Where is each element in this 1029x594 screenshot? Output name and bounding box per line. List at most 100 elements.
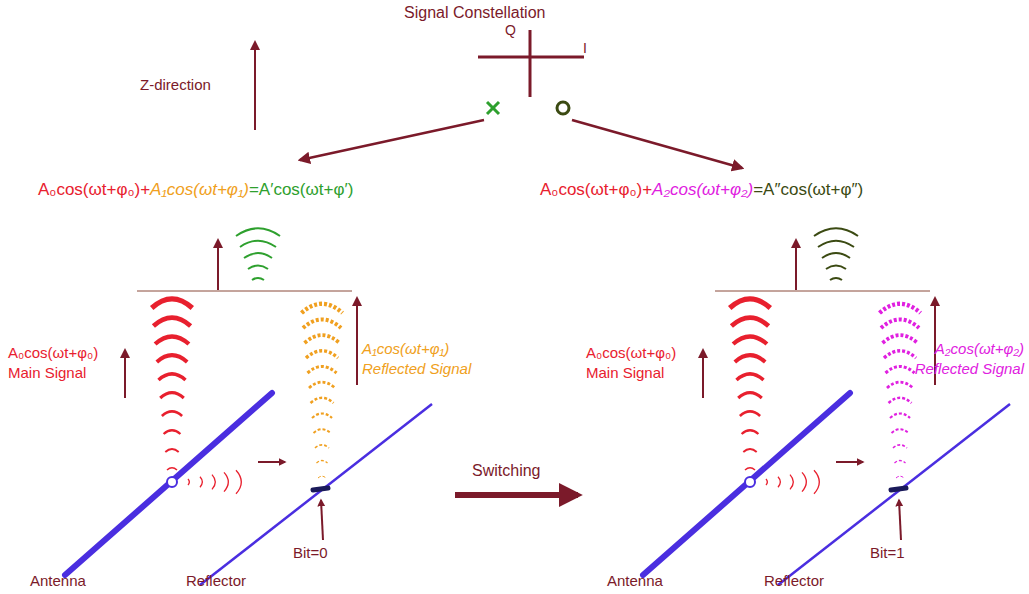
axis-label: I xyxy=(583,40,587,56)
signal-name: Reflected Signal xyxy=(362,360,471,377)
main-arrow xyxy=(124,350,126,398)
sum-arrow xyxy=(795,240,797,290)
switching-arrow xyxy=(455,492,578,498)
coupling-wave xyxy=(236,470,241,494)
main-wave xyxy=(730,299,771,308)
panel xyxy=(65,228,432,585)
main-arrow xyxy=(702,350,704,398)
reflected-wave xyxy=(318,476,326,478)
reflected-wave xyxy=(883,335,918,343)
sum-wave xyxy=(252,278,264,280)
main-wave xyxy=(165,449,178,452)
bit-arrow xyxy=(321,500,323,540)
antenna-element xyxy=(643,393,850,575)
reflected-wave xyxy=(890,414,910,419)
direction-label: Z-direction xyxy=(140,76,211,93)
axis-label: Q xyxy=(505,22,516,38)
mapping-arrow xyxy=(572,120,742,168)
main-wave xyxy=(742,430,759,434)
coupling-wave xyxy=(188,479,189,485)
bit-label: Bit=0 xyxy=(293,544,328,561)
reflected-wave xyxy=(312,414,332,419)
signal-name: Reflected Signal xyxy=(915,360,1024,377)
sum-wave xyxy=(830,278,842,280)
sum-wave xyxy=(248,266,268,270)
coupling-wave xyxy=(814,470,819,494)
signal-name: Main Signal xyxy=(8,364,86,381)
reflected-wave xyxy=(896,476,904,478)
signal-formula: A₂cos(ωt+φ₂) xyxy=(935,340,1024,357)
signal-formula: A₀cos(ωt+φ₀) xyxy=(586,344,676,361)
reflected-wave xyxy=(303,319,341,328)
reflected-wave xyxy=(311,398,334,403)
reflected-wave xyxy=(315,445,329,448)
signal-formula: A₁cos(ωt+φ₁) xyxy=(362,340,449,357)
reflected-wave xyxy=(887,382,913,388)
sum-wave xyxy=(236,228,280,236)
main-wave xyxy=(155,336,189,344)
equation-term: A₂cos(ωt+φ₂) xyxy=(652,180,753,200)
equation: A₀cos(ωt+φ₀)+A₁cos(ωt+φ₁)=A′cos(ωt+φ′) xyxy=(38,180,353,200)
equation-term: A₁cos(ωt+φ₁) xyxy=(150,180,249,200)
coupling-wave xyxy=(212,475,215,490)
main-wave xyxy=(152,299,193,308)
reflected-wave xyxy=(881,319,919,328)
reflected-wave xyxy=(309,382,335,388)
reflector-switch xyxy=(891,488,906,490)
sum-wave xyxy=(244,253,272,258)
reflected-arrow xyxy=(356,298,358,385)
main-wave xyxy=(159,374,186,380)
reflector-element xyxy=(778,404,1010,585)
q-axis xyxy=(529,30,532,97)
reflected-wave xyxy=(317,461,328,463)
main-wave xyxy=(743,449,756,452)
reflected-wave xyxy=(895,461,906,463)
equation-term: A₀cos(ωt+φ₀)+ xyxy=(540,180,652,200)
reflected-wave xyxy=(889,398,912,403)
main-wave xyxy=(740,411,760,416)
coupling-wave xyxy=(224,472,228,491)
reflector-switch xyxy=(313,488,328,490)
sum-wave xyxy=(826,266,846,270)
sum-wave xyxy=(814,228,858,236)
part-name: Antenna xyxy=(607,572,663,589)
reflected-wave xyxy=(308,366,337,373)
mapping-arrow xyxy=(300,120,484,160)
reflected-wave xyxy=(886,366,915,373)
bit-label: Bit=1 xyxy=(870,544,905,561)
circle-point xyxy=(557,102,569,114)
main-wave xyxy=(153,318,190,326)
main-wave xyxy=(164,430,181,434)
combining-plane xyxy=(137,291,352,292)
coupling-wave xyxy=(802,472,806,491)
antenna-element xyxy=(65,393,272,575)
reflected-wave xyxy=(306,351,338,358)
sum-wave xyxy=(240,241,276,247)
i-axis xyxy=(478,56,584,59)
main-wave xyxy=(735,355,765,362)
reflected-wave xyxy=(305,335,340,343)
main-wave xyxy=(167,468,177,470)
signal-formula: A₀cos(ωt+φ₀) xyxy=(8,344,98,361)
reflected-wave xyxy=(302,304,343,313)
sum-arrow xyxy=(217,240,219,290)
equation-term: =A′cos(ωt+φ′) xyxy=(249,180,353,200)
part-name: Reflector xyxy=(764,572,824,589)
feed-point xyxy=(745,477,755,487)
sum-wave xyxy=(822,253,850,258)
constellation-title: Signal Constellation xyxy=(404,4,545,22)
reflected-wave xyxy=(893,445,907,448)
reflected-wave xyxy=(880,304,921,313)
equation-term: A₀cos(ωt+φ₀)+ xyxy=(38,180,150,200)
main-wave xyxy=(731,318,768,326)
z-arrow xyxy=(254,42,256,130)
main-wave xyxy=(745,468,755,470)
bit-arrow xyxy=(899,500,901,540)
reflected-wave xyxy=(892,429,909,433)
main-wave xyxy=(157,355,187,362)
coupling-wave xyxy=(778,477,780,487)
equation: A₀cos(ωt+φ₀)+A₂cos(ωt+φ₂)=A″cos(ωt+φ″) xyxy=(540,180,863,200)
reflected-wave xyxy=(314,429,331,433)
switching-label: Switching xyxy=(472,462,540,480)
reflector-element xyxy=(200,404,432,585)
